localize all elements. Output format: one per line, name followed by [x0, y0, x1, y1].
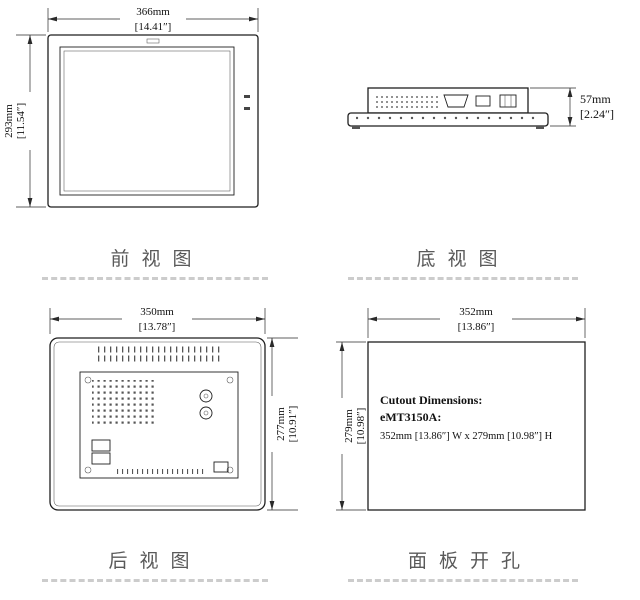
cutout-rectangle [367, 341, 586, 511]
front-view-label: 前视图 [110, 249, 204, 270]
dashed-separator-rear [42, 579, 268, 582]
bottom-view-label: 底视图 [416, 249, 510, 270]
bottom-depth-mm: 57mm [580, 92, 611, 106]
rear-height-dimension: 277mm [10.91″] [267, 337, 299, 511]
panel-screw-br [226, 466, 234, 474]
bottom-depth-in: [2.24″] [580, 107, 614, 121]
rear-view-label: 后视图 [108, 551, 202, 572]
front-screen [59, 46, 235, 196]
cutout-width-in: [13.86″] [458, 321, 495, 333]
rear-view-drawing: 350mm [13.78″] 277mm [10.91″] [49, 306, 299, 511]
bottom-depth-dimension: 57mm [2.24″] [530, 87, 614, 127]
terminal-row [116, 468, 206, 475]
rear-width-in: [13.78″] [139, 321, 176, 333]
usb-port-2 [91, 452, 111, 465]
cutout-height-dimension: 279mm [10.98″] [336, 341, 367, 511]
rear-vent-grid [92, 380, 156, 426]
cutout-height-in: [10.98″] [355, 408, 367, 445]
cutout-drawing: 352mm [13.86″] 279mm [10.98″] Cutout Dim… [336, 306, 586, 511]
round-connector-1 [199, 389, 213, 403]
bottom-vent-dots [374, 93, 438, 108]
front-led-indicator-2 [244, 107, 250, 110]
front-top-sensor-mark [146, 38, 160, 44]
cutout-note-title: Cutout Dimensions: [380, 393, 482, 407]
vga-connector [443, 94, 469, 108]
mount-tab-right [536, 126, 544, 129]
rear-width-mm: 350mm [140, 306, 174, 318]
rear-height-mm: 277mm [275, 407, 287, 441]
panel-screw-tr [226, 376, 234, 384]
dashed-separator-cutout [348, 579, 578, 582]
cutout-width-mm: 352mm [459, 306, 493, 318]
cutout-note-model: eMT3150A: [380, 410, 441, 424]
power-switch [213, 461, 229, 473]
bezel-screw-holes [356, 116, 540, 124]
front-height-in: [11.54″] [15, 103, 27, 139]
panel-screw-tl [84, 376, 92, 384]
rear-width-dimension: 350mm [13.78″] [49, 306, 266, 334]
front-width-mm: 366mm [136, 6, 170, 18]
mount-tab-left [352, 126, 360, 129]
front-height-dimension: 293mm [11.54″] [3, 34, 46, 208]
front-bezel [47, 34, 259, 208]
rear-height-in: [10.91″] [287, 406, 299, 443]
cutout-note-size: 352mm [13.86″] W x 279mm [10.98″] H [380, 431, 553, 442]
cutout-width-dimension: 352mm [13.86″] [367, 306, 586, 338]
dashed-separator-front [42, 277, 268, 280]
round-connector-2 [199, 406, 213, 420]
front-width-in: [14.41″] [135, 21, 172, 33]
rear-top-vents [96, 346, 220, 362]
front-screen-inner-edge [63, 50, 231, 192]
rear-housing-inner-edge [53, 341, 262, 507]
dashed-separator-bottom [348, 277, 578, 280]
panel-screw-bl [84, 466, 92, 474]
front-led-indicator-1 [244, 95, 250, 98]
bottom-view-drawing: 57mm [2.24″] [347, 87, 614, 129]
usb-port-1 [91, 439, 111, 452]
front-height-mm: 293mm [3, 104, 15, 138]
front-view-drawing: 366mm [14.41″] 293mm [11.54″] [3, 6, 259, 208]
power-terminal [499, 94, 517, 108]
cutout-height-mm: 279mm [343, 409, 355, 443]
cutout-view-label: 面板开孔 [407, 551, 532, 572]
io-connector [475, 95, 491, 107]
front-width-dimension: 366mm [14.41″] [47, 6, 259, 33]
